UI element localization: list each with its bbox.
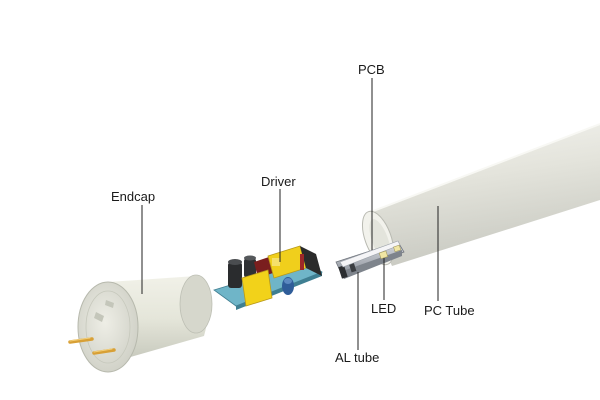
label-al-tube: AL tube: [335, 350, 379, 365]
pcb: [339, 240, 401, 268]
endcap: [68, 274, 213, 373]
label-pc-tube: PC Tube: [424, 303, 475, 318]
label-driver: Driver: [261, 174, 296, 189]
label-pcb: PCB: [358, 62, 385, 77]
endcap-pins: [68, 337, 116, 355]
label-endcap: Endcap: [111, 189, 155, 204]
driver: [213, 245, 323, 310]
led: [378, 244, 402, 260]
label-led: LED: [371, 301, 396, 316]
